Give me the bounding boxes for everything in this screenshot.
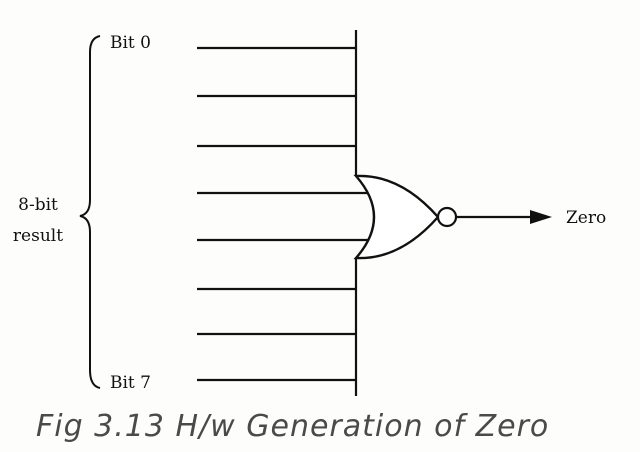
bit-7-label: Bit 7 <box>110 373 151 393</box>
figure-caption: Fig 3.13 H/w Generation of Zero <box>36 409 549 444</box>
output-label: Zero <box>566 208 606 228</box>
output-arrow-icon <box>530 210 552 224</box>
result-brace <box>79 35 101 389</box>
brace-label-line1: 8-bit <box>18 195 58 215</box>
nor-gate-body <box>353 174 440 260</box>
brace-label-line2: result <box>13 226 63 246</box>
nor-inversion-bubble <box>436 206 458 228</box>
bit-0-label: Bit 0 <box>110 33 151 53</box>
input-lines <box>197 46 376 382</box>
